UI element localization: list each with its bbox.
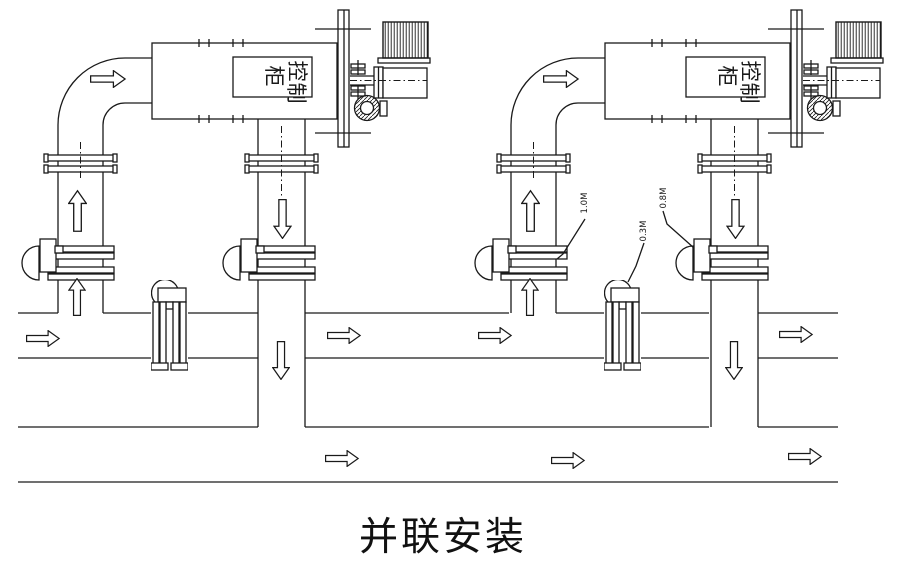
flow-arrow-right-icon [326, 327, 361, 344]
flow-arrow-right-icon [542, 70, 579, 88]
filter-unit-1: 控 制 柜 [21, 9, 431, 427]
control-cabinet-label: 控 制 柜 [685, 56, 766, 104]
header-piping [18, 280, 838, 483]
filter-unit-2: 控 制 柜 [474, 9, 884, 427]
centerlines [533, 80, 880, 197]
callout-3: 0.8M [659, 188, 695, 249]
control-cabinet-label: 控 制 柜 [232, 56, 313, 104]
outlet-butterfly-valve [222, 238, 316, 281]
vessel-label-char-1: 控 [738, 61, 762, 82]
diagram-caption: 并联安装 [358, 516, 527, 559]
flow-arrow-down-icon [273, 199, 292, 239]
gearbox [377, 57, 431, 99]
flow-arrow-right-icon [787, 448, 822, 465]
flow-arrow-up-icon [68, 278, 86, 316]
inlet-elbow [57, 57, 152, 126]
flow-arrow-down-icon [725, 341, 743, 380]
motor [835, 21, 882, 59]
centerlines [80, 80, 427, 197]
end-flange-plate [768, 9, 824, 148]
vessel-label-char-3: 柜 [715, 66, 739, 87]
callout-1: 1.0M [556, 193, 590, 260]
flow-arrow-right-icon [25, 330, 60, 347]
flow-arrow-up-icon [68, 190, 87, 232]
motor [382, 21, 429, 59]
drain-port [353, 94, 388, 122]
vessel-label-char-3: 柜 [262, 66, 286, 87]
inlet-butterfly-valve [21, 238, 115, 281]
inlet-header-pipe [18, 312, 838, 359]
flow-arrow-right-icon [477, 327, 512, 344]
inlet-elbow [510, 57, 605, 126]
shaft-bolt-bottom [350, 85, 366, 99]
header-butterfly-valve-2 [604, 280, 641, 371]
callout-3-text: 0.8M [659, 188, 669, 209]
flow-arrow-down-icon [272, 341, 290, 380]
flow-arrow-right-icon [778, 326, 813, 343]
end-flange-plate [315, 9, 371, 148]
callout-2: 0.3M [627, 221, 649, 283]
flow-arrow-up-icon [521, 190, 540, 232]
header-butterfly-valve-1 [151, 280, 188, 371]
drive-assembly [768, 9, 884, 148]
gearbox [830, 57, 884, 99]
flow-arrow-right-icon [324, 450, 359, 467]
flow-arrow-right-icon [89, 70, 126, 88]
outlet-butterfly-valve [675, 238, 769, 281]
vessel-label-char-1: 控 [285, 61, 309, 82]
callout-2-text: 0.3M [639, 221, 649, 242]
vessel-label-char-2: 制 [737, 83, 761, 104]
shaft-bolt-bottom [803, 85, 819, 99]
vessel-label-char-2: 制 [284, 83, 308, 104]
inlet-butterfly-valve [474, 238, 568, 281]
flow-arrow-up-icon [521, 278, 539, 316]
dimension-callouts: 1.0M 0.3M 0.8M [556, 188, 695, 283]
flow-arrow-right-icon [550, 452, 585, 469]
flow-arrow-down-icon [726, 199, 745, 239]
outlet-header-pipe [18, 426, 838, 483]
shaft-bolt-top [803, 60, 819, 75]
shaft-bolt-top [350, 60, 366, 75]
drain-port [806, 94, 841, 122]
drive-assembly [315, 9, 431, 148]
callout-1-text: 1.0M [580, 193, 590, 214]
